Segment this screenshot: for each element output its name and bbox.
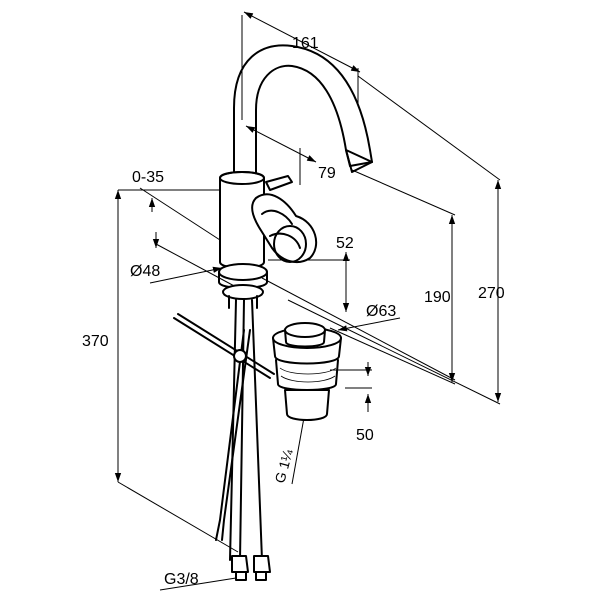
dim-161 [243, 11, 361, 73]
ref-0-35 [139, 187, 221, 241]
ref-line-spout [351, 169, 456, 216]
label-79: 79 [318, 165, 336, 182]
leader-g114 [291, 411, 306, 485]
dimension-lines [114, 11, 502, 591]
label-g38: G3/8 [164, 571, 199, 588]
dimension-labels: 161 79 0-35 52 Ø48 Ø63 190 270 370 50 G … [82, 35, 505, 588]
leader-d48 [149, 266, 223, 284]
ref-line-waste [261, 277, 456, 381]
leader-d63 [337, 317, 401, 332]
label-52: 52 [336, 235, 354, 252]
label-g114: G 1¼ [271, 447, 295, 485]
label-370: 370 [82, 333, 109, 350]
faucet-spout [233, 44, 373, 181]
faucet-base [215, 263, 268, 561]
label-270: 270 [478, 285, 505, 302]
label-161: 161 [292, 35, 319, 52]
dim-79 [245, 125, 317, 163]
label-d63: Ø63 [366, 303, 396, 320]
faucet-lever [251, 193, 318, 264]
leader-g38 [159, 577, 237, 591]
ext-370-bottom [117, 481, 239, 553]
ref-line-top [357, 75, 501, 181]
ext-190-bottom [329, 327, 456, 385]
ext-270-bottom [287, 299, 501, 405]
label-d48: Ø48 [130, 263, 160, 280]
label-190: 190 [424, 289, 451, 306]
popup-waste [272, 322, 342, 421]
popup-rod [173, 313, 275, 379]
hose-connectors [231, 555, 271, 581]
label-50: 50 [356, 427, 374, 444]
ref-base-line [155, 243, 239, 289]
label-0-35: 0-35 [132, 169, 164, 186]
